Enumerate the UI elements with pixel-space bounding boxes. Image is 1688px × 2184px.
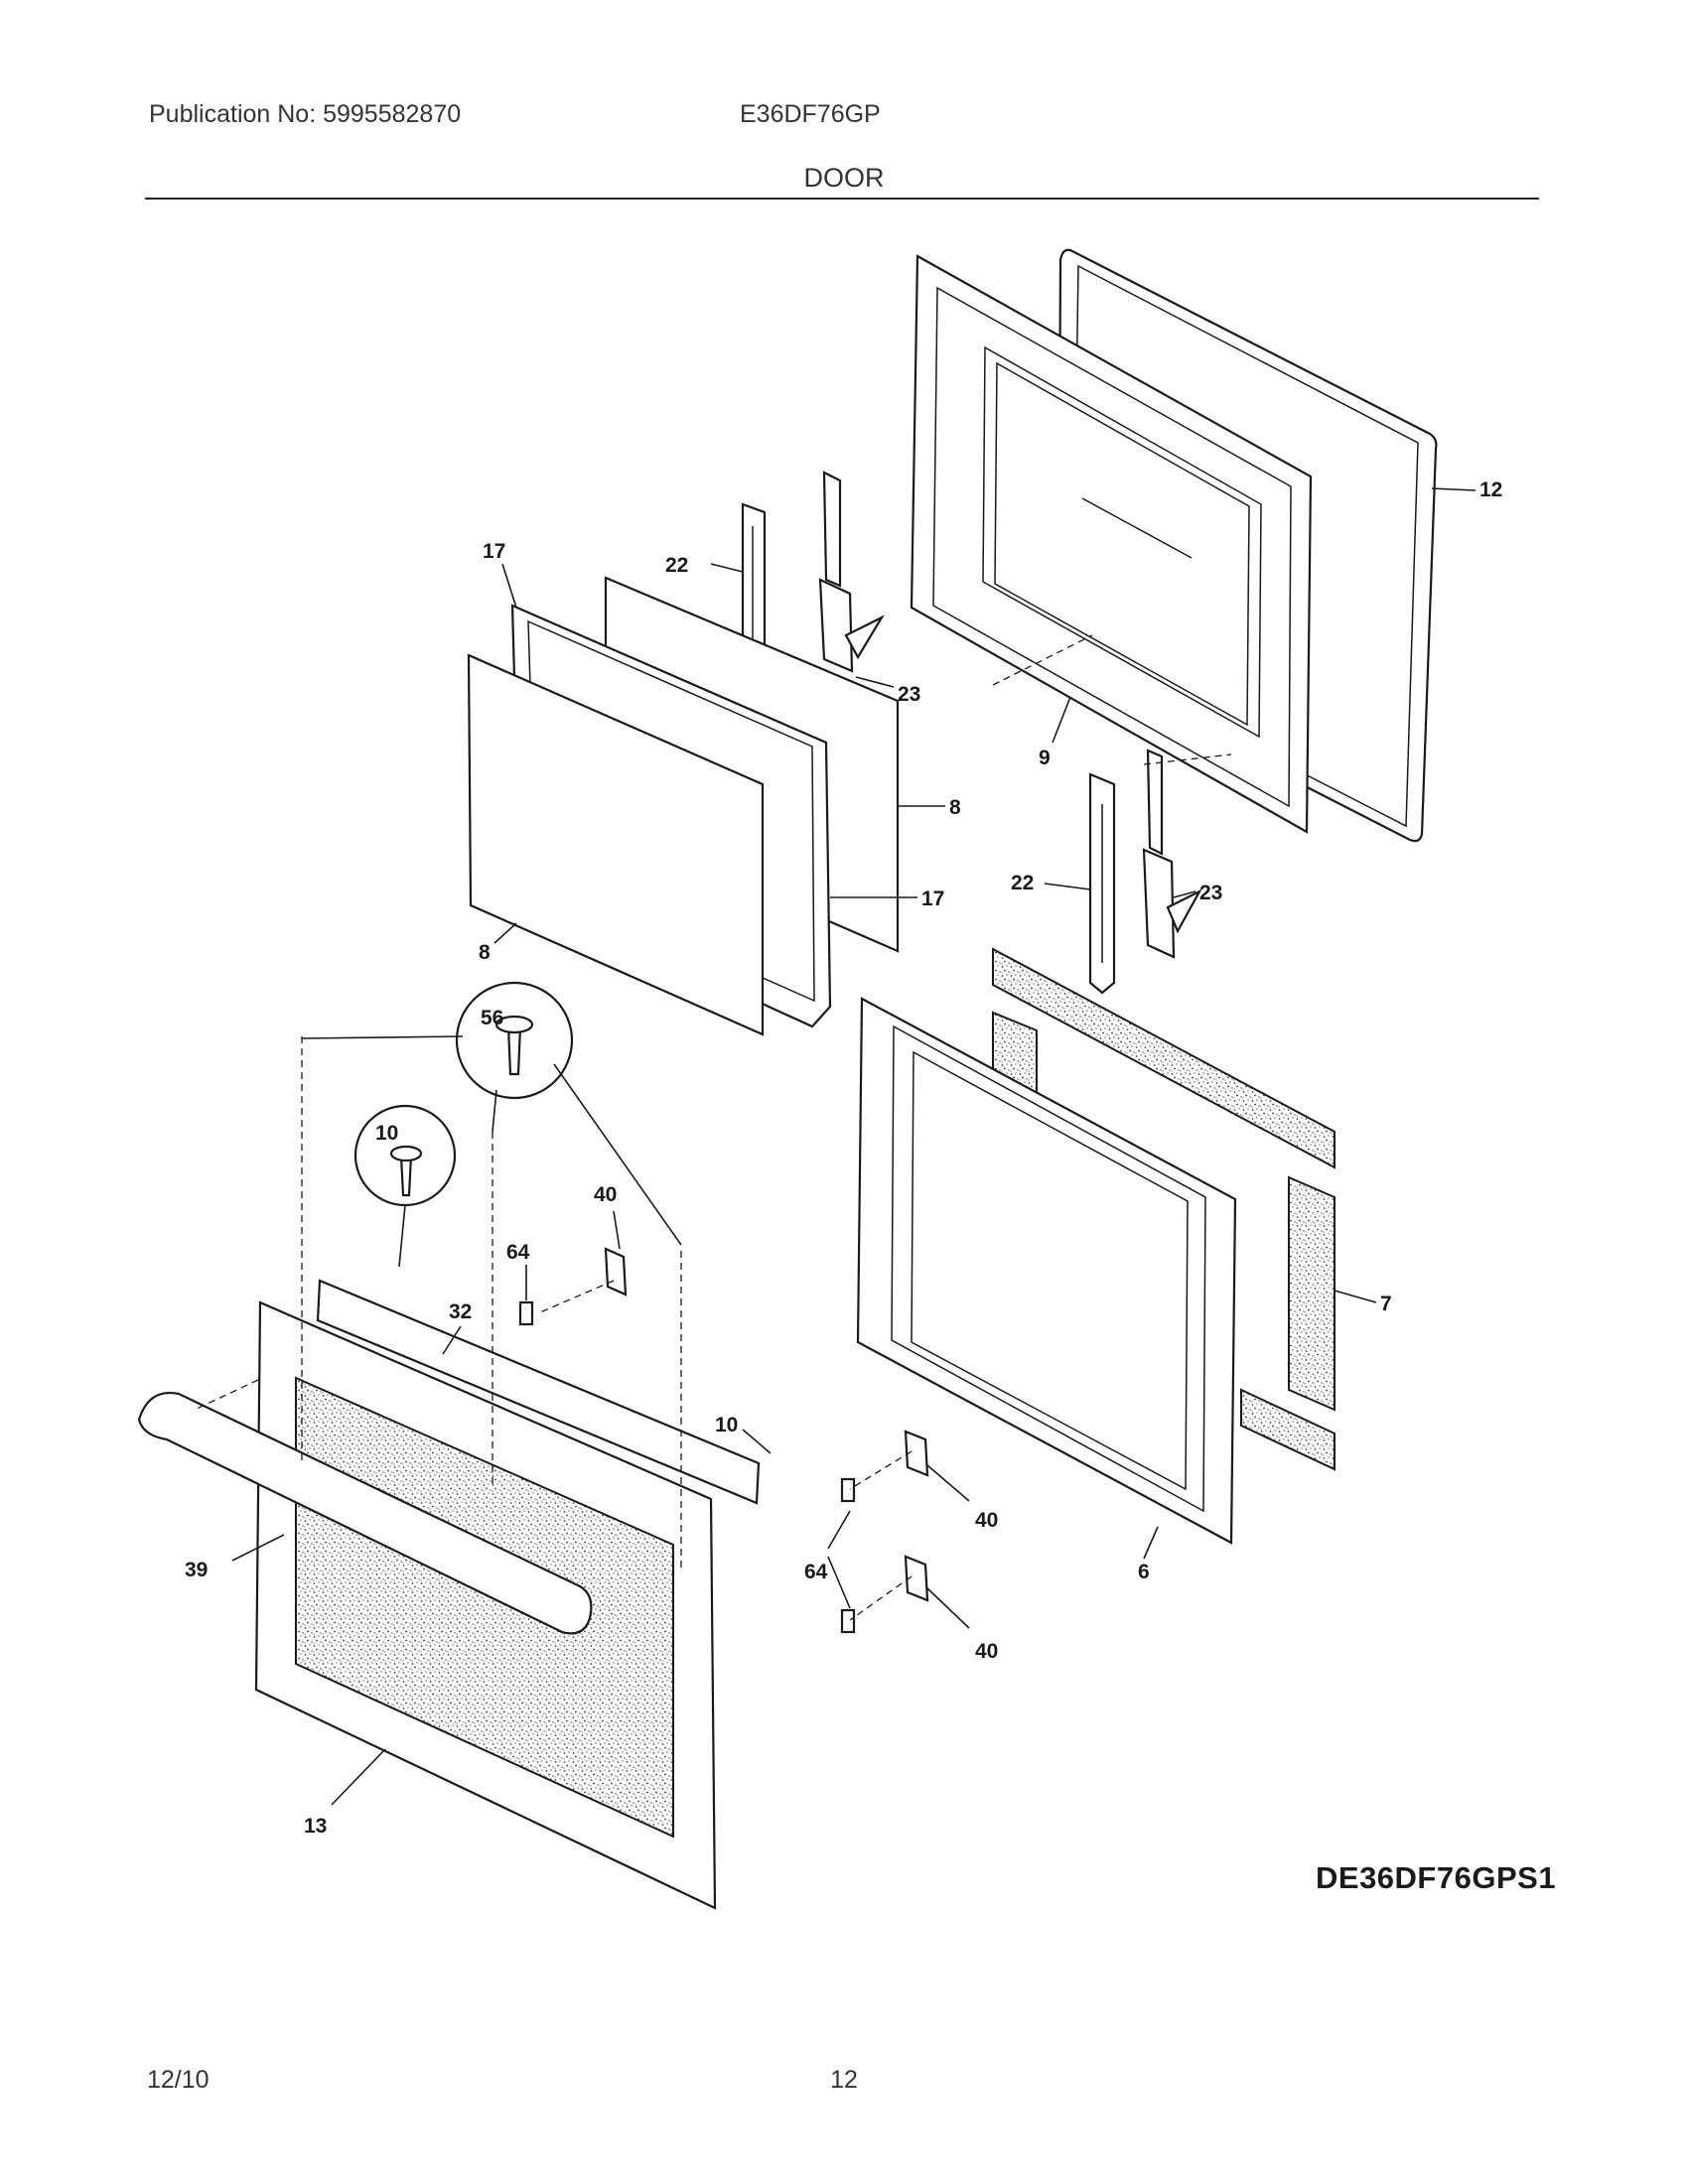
callout-labels: 12 17 22 23 9 8 17 8 22 23 56 10 40 64 3…: [185, 478, 1502, 1838]
clip-40-upper: [604, 1247, 628, 1297]
callout-64-upper: 64: [506, 1241, 530, 1264]
clip-40-middle: [904, 1430, 929, 1477]
page-number: 12: [830, 2066, 858, 2094]
screw-detail-56: [455, 981, 574, 1100]
handle-39: [137, 1391, 593, 1635]
hinge-23-lower: [1142, 749, 1202, 959]
header-rule: [145, 198, 1539, 200]
callout-23-lower: 23: [1199, 882, 1222, 904]
outer-door-13: [254, 1300, 717, 1910]
screw-detail-10: [353, 1104, 457, 1207]
section-title: DOOR: [803, 163, 885, 193]
inner-door-liner-9: [910, 254, 1313, 834]
callout-40-middle: 40: [975, 1509, 998, 1532]
callout-7: 7: [1380, 1293, 1392, 1315]
pad-64-lower: [840, 1608, 856, 1634]
callout-10-bubble: 10: [375, 1122, 398, 1145]
callout-32: 32: [449, 1300, 472, 1323]
hinge-receiver-22-lower: [1088, 772, 1116, 995]
callout-17-upper: 17: [483, 540, 505, 563]
callout-17-lower: 17: [921, 887, 944, 910]
vent-strip-32: [316, 1279, 761, 1505]
footer-date: 12/10: [147, 2066, 210, 2094]
front-glass-8: [467, 653, 765, 1036]
callout-6: 6: [1138, 1561, 1150, 1583]
leader-lines: [231, 487, 1477, 1806]
callout-39: 39: [185, 1559, 208, 1581]
callout-23-upper: 23: [898, 683, 920, 706]
pad-64-upper: [518, 1300, 534, 1326]
door-frame-6: [856, 997, 1237, 1545]
callout-40-upper: 40: [594, 1183, 617, 1206]
pad-64-middle: [840, 1477, 856, 1503]
callout-8-right: 8: [949, 796, 961, 819]
callout-9: 9: [1039, 747, 1051, 769]
callout-12: 12: [1479, 478, 1502, 501]
callout-10-screw: 10: [715, 1414, 738, 1436]
diagram-code: DE36DF76GPS1: [1316, 1860, 1557, 1895]
callout-8-left: 8: [479, 941, 491, 964]
callout-40-lower: 40: [975, 1640, 998, 1663]
model-number: E36DF76GP: [740, 100, 881, 128]
callout-64-lower: 64: [804, 1561, 828, 1583]
assembly-lines: [194, 634, 1232, 1621]
callout-13: 13: [304, 1815, 327, 1838]
hinge-23-upper: [818, 471, 885, 673]
publication-number: Publication No: 5995582870: [149, 100, 462, 128]
callout-22-lower: 22: [1011, 872, 1034, 894]
callout-56: 56: [481, 1007, 503, 1029]
callout-22-upper: 22: [665, 554, 688, 577]
